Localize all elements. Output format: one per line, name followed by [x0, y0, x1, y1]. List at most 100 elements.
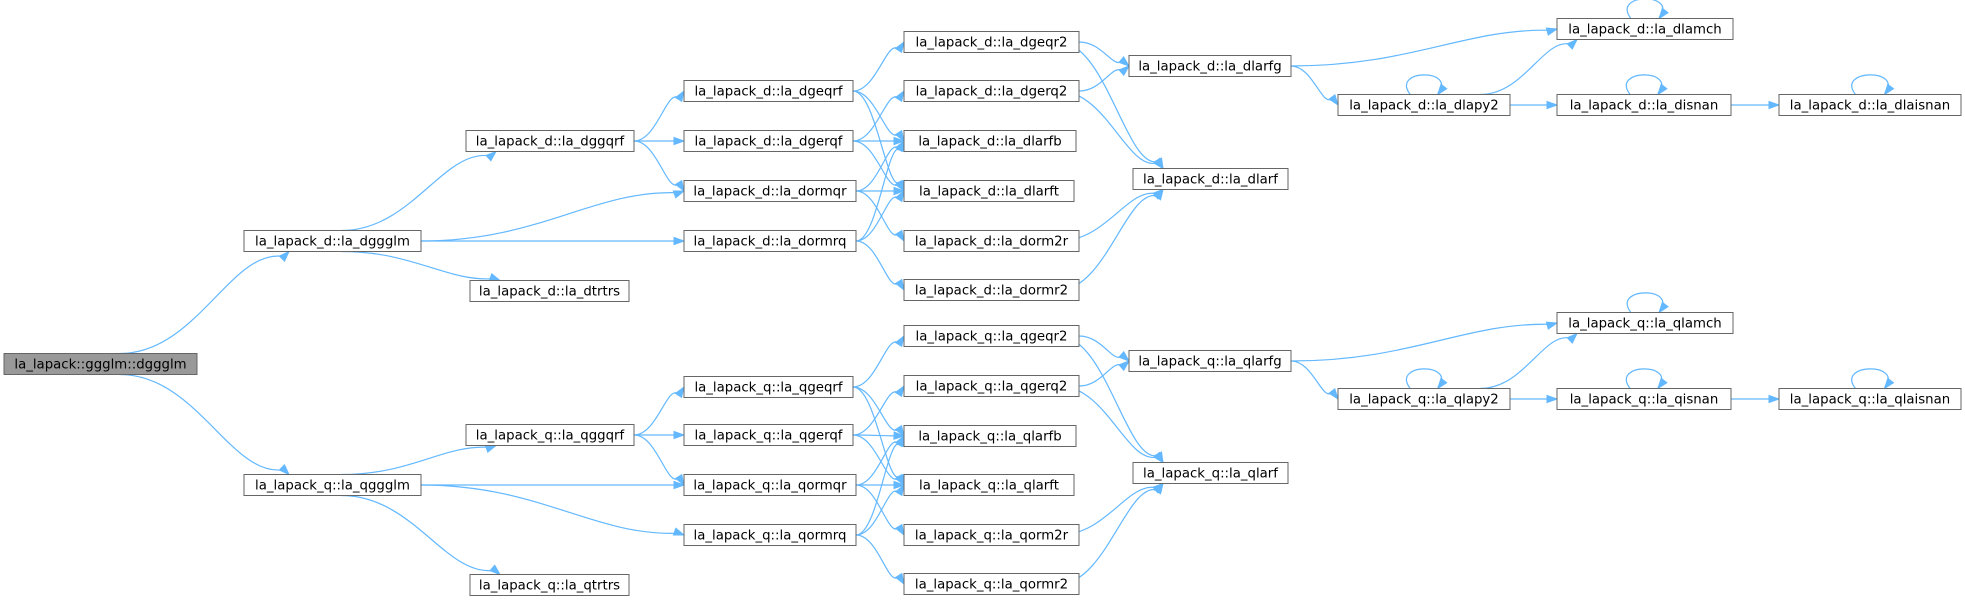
node-la-lapack-d-la-dorm2r[interactable]: la_lapack_d::la_dorm2r — [903, 230, 1080, 252]
node-la-lapack-q-la-qggqrf[interactable]: la_lapack_q::la_qggqrf — [465, 424, 635, 446]
node-box — [1556, 312, 1734, 334]
node-label: la_lapack_q::la_qlamch — [1568, 317, 1721, 332]
edge-la-lapack-q-la-qggglm-to-la-lapack-q-la-qggqrf — [341, 444, 498, 476]
node-box — [243, 230, 422, 252]
edge-line — [1078, 335, 1122, 358]
node-label: la_lapack_d::la_dormqr — [693, 185, 847, 200]
edge-arrowhead — [1546, 100, 1559, 110]
node-la-lapack-q-la-qlarft[interactable]: la_lapack_q::la_qlarft — [903, 474, 1075, 496]
edge-line — [1625, 368, 1663, 389]
node-la-lapack-q-la-qlarfb[interactable]: la_lapack_q::la_qlarfb — [903, 425, 1077, 447]
node-label: la_lapack_q::la_qggglm — [255, 479, 410, 494]
edge-line — [1406, 368, 1442, 389]
edge-la-lapack-q-la-qlapy2-to-la-lapack-q-la-qisnan — [1509, 394, 1559, 404]
edge-la-lapack-q-la-qgeqr2-to-la-lapack-q-la-qlarfg — [1078, 335, 1131, 362]
node-la-lapack-d-la-dggglm[interactable]: la_lapack_d::la_dggglm — [243, 230, 422, 252]
edge-line — [1290, 323, 1549, 362]
node-label: la_lapack_d::la_dggglm — [255, 235, 410, 250]
node-la-lapack-d-la-dlarf[interactable]: la_lapack_d::la_dlarf — [1132, 168, 1289, 190]
node-label: la_lapack_d::la_dorm2r — [915, 235, 1069, 250]
edge-line — [1851, 74, 1889, 95]
edge-line — [852, 96, 898, 142]
node-box — [683, 376, 854, 398]
node-label: la_lapack_d::la_dlamch — [1568, 23, 1721, 38]
node-la-lapack-q-la-qlarfg[interactable]: la_lapack_q::la_qlarfg — [1128, 350, 1292, 372]
edge-arrowhead — [488, 273, 502, 282]
root-node-la-lapack-ggglm-dggglm[interactable]: la_lapack::ggglm::dggglm — [3, 353, 198, 375]
node-la-lapack-q-la-qlaisnan[interactable]: la_lapack_q::la_qlaisnan — [1778, 388, 1962, 410]
node-la-lapack-d-la-dlarft[interactable]: la_lapack_d::la_dlarft — [903, 180, 1075, 202]
edge-arrowhead — [1658, 7, 1669, 20]
node-la-lapack-q-la-qlapy2[interactable]: la_lapack_q::la_qlapy2 — [1337, 388, 1511, 410]
edge-la-lapack-d-la-dgerqf-to-la-lapack-d-la-dgerq2 — [852, 89, 905, 142]
edge-arrowhead — [674, 89, 685, 103]
edge-arrowhead — [278, 250, 291, 263]
edge-arrowhead — [1436, 377, 1448, 390]
node-la-lapack-d-la-dormrq[interactable]: la_lapack_d::la_dormrq — [683, 230, 857, 252]
edge-line — [420, 192, 676, 242]
node-label: la_lapack_q::la_qgeqrf — [694, 381, 842, 396]
node-la-lapack-q-la-qisnan[interactable]: la_lapack_q::la_qisnan — [1556, 388, 1732, 410]
node-la-lapack-d-la-dggqrf[interactable]: la_lapack_d::la_dggqrf — [465, 130, 635, 152]
edge-arrowhead — [1545, 27, 1559, 36]
edge-la-lapack-q-la-qgerq2-to-la-lapack-q-la-qlarf — [1058, 385, 1164, 464]
node-la-lapack-d-la-dgerq2[interactable]: la_lapack_d::la_dgerq2 — [903, 80, 1080, 102]
edge-arrowhead — [893, 136, 906, 146]
edge-arrowhead — [894, 189, 905, 203]
edge-la-lapack-q-la-qggqrf-to-la-lapack-q-la-qgerqf — [634, 430, 686, 440]
node-la-lapack-q-la-qlarf[interactable]: la_lapack_q::la_qlarf — [1132, 462, 1289, 484]
edge-la-lapack-ggglm-dggglm-to-la-lapack-d-la-dggglm — [119, 250, 291, 355]
edge-arrowhead — [1566, 38, 1579, 50]
edge-la-lapack-d-la-dggqrf-to-la-lapack-d-la-dgeqrf — [633, 89, 685, 142]
edge-la-lapack-q-la-qlarfg-to-la-lapack-q-la-qlapy2 — [1290, 360, 1339, 401]
edge-la-lapack-q-la-qgerqf-to-la-lapack-q-la-qgerq2 — [852, 384, 905, 436]
node-box — [1556, 388, 1732, 410]
node-label: la_lapack_q::la_qormrq — [694, 529, 847, 544]
node-label: la_lapack_d::la_dgeqrf — [694, 85, 842, 100]
edge-la-lapack-d-la-dormqr-to-la-lapack-d-la-dlarft — [856, 186, 906, 196]
node-la-lapack-q-la-qormrq[interactable]: la_lapack_q::la_qormrq — [683, 524, 857, 546]
node-la-lapack-q-la-qgeqr2[interactable]: la_lapack_q::la_qgeqr2 — [903, 325, 1080, 347]
node-la-lapack-d-la-dgeqrf[interactable]: la_lapack_d::la_dgeqrf — [683, 80, 854, 102]
node-la-lapack-d-la-dormqr[interactable]: la_lapack_d::la_dormqr — [683, 180, 857, 202]
edge-line — [855, 534, 899, 579]
node-la-lapack-q-la-qorm2r[interactable]: la_lapack_q::la_qorm2r — [903, 524, 1080, 546]
node-la-lapack-q-la-qtrtrs[interactable]: la_lapack_q::la_qtrtrs — [469, 574, 630, 596]
node-la-lapack-q-la-qggglm[interactable]: la_lapack_q::la_qggglm — [243, 474, 422, 496]
node-label: la_lapack_q::la_qlarf — [1143, 467, 1278, 482]
edge-line — [855, 443, 901, 536]
node-la-lapack-d-la-disnan[interactable]: la_lapack_d::la_disnan — [1556, 94, 1732, 116]
edge-arrowhead — [673, 430, 686, 440]
edge-line — [1290, 65, 1332, 101]
node-box — [683, 180, 857, 202]
node-la-lapack-d-la-dgerqf[interactable]: la_lapack_d::la_dgerqf — [683, 130, 854, 152]
edge-la-lapack-q-la-qggqrf-to-la-lapack-q-la-qgeqrf — [633, 385, 685, 436]
node-la-lapack-q-la-qlamch[interactable]: la_lapack_q::la_qlamch — [1556, 312, 1734, 334]
node-la-lapack-d-la-dlapy2[interactable]: la_lapack_d::la_dlapy2 — [1337, 94, 1511, 116]
edge-la-lapack-q-la-qormqr-to-la-lapack-q-la-qlarft — [856, 480, 906, 490]
node-la-lapack-d-la-dlarfg[interactable]: la_lapack_d::la_dlarfg — [1128, 55, 1292, 77]
node-la-lapack-d-la-dgeqr2[interactable]: la_lapack_d::la_dgeqr2 — [903, 31, 1080, 53]
node-box — [683, 80, 854, 102]
node-la-lapack-d-la-dlaisnan[interactable]: la_lapack_d::la_dlaisnan — [1778, 94, 1962, 116]
node-la-lapack-q-la-qgerqf[interactable]: la_lapack_q::la_qgerqf — [683, 424, 854, 446]
node-la-lapack-d-la-dormr2[interactable]: la_lapack_d::la_dormr2 — [903, 279, 1080, 301]
node-la-lapack-q-la-qormr2[interactable]: la_lapack_q::la_qormr2 — [903, 573, 1080, 595]
node-la-lapack-q-la-qormqr[interactable]: la_lapack_q::la_qormqr — [683, 474, 857, 496]
edge-arrowhead — [894, 179, 905, 193]
node-la-lapack-d-la-dlamch[interactable]: la_lapack_d::la_dlamch — [1556, 18, 1734, 40]
edge-la-lapack-q-la-qormrq-to-la-lapack-q-la-qlarft — [855, 483, 905, 536]
node-la-lapack-q-la-qgeqrf[interactable]: la_lapack_q::la_qgeqrf — [683, 376, 854, 398]
edge-line — [1851, 368, 1889, 389]
node-box — [903, 130, 1077, 152]
node-la-lapack-q-la-qgerq2[interactable]: la_lapack_q::la_qgerq2 — [903, 375, 1080, 397]
node-la-lapack-d-la-dtrtrs[interactable]: la_lapack_d::la_dtrtrs — [469, 280, 630, 302]
edge-la-lapack-d-la-dgeqrf-to-la-lapack-d-la-dlarfb — [852, 90, 905, 143]
edge-la-lapack-d-la-dggglm-to-la-lapack-d-la-dggqrf — [341, 150, 498, 232]
edge-arrowhead — [673, 480, 686, 490]
edge-la-lapack-q-la-qgerqf-to-la-lapack-q-la-qlarft — [852, 434, 905, 487]
edge-la-lapack-d-la-dlapy2-to-la-lapack-d-la-disnan — [1509, 100, 1559, 110]
node-la-lapack-d-la-dlarfb[interactable]: la_lapack_d::la_dlarfb — [903, 130, 1077, 152]
node-label: la_lapack_d::la_dgeqr2 — [916, 36, 1068, 51]
edge-arrowhead — [673, 136, 686, 146]
